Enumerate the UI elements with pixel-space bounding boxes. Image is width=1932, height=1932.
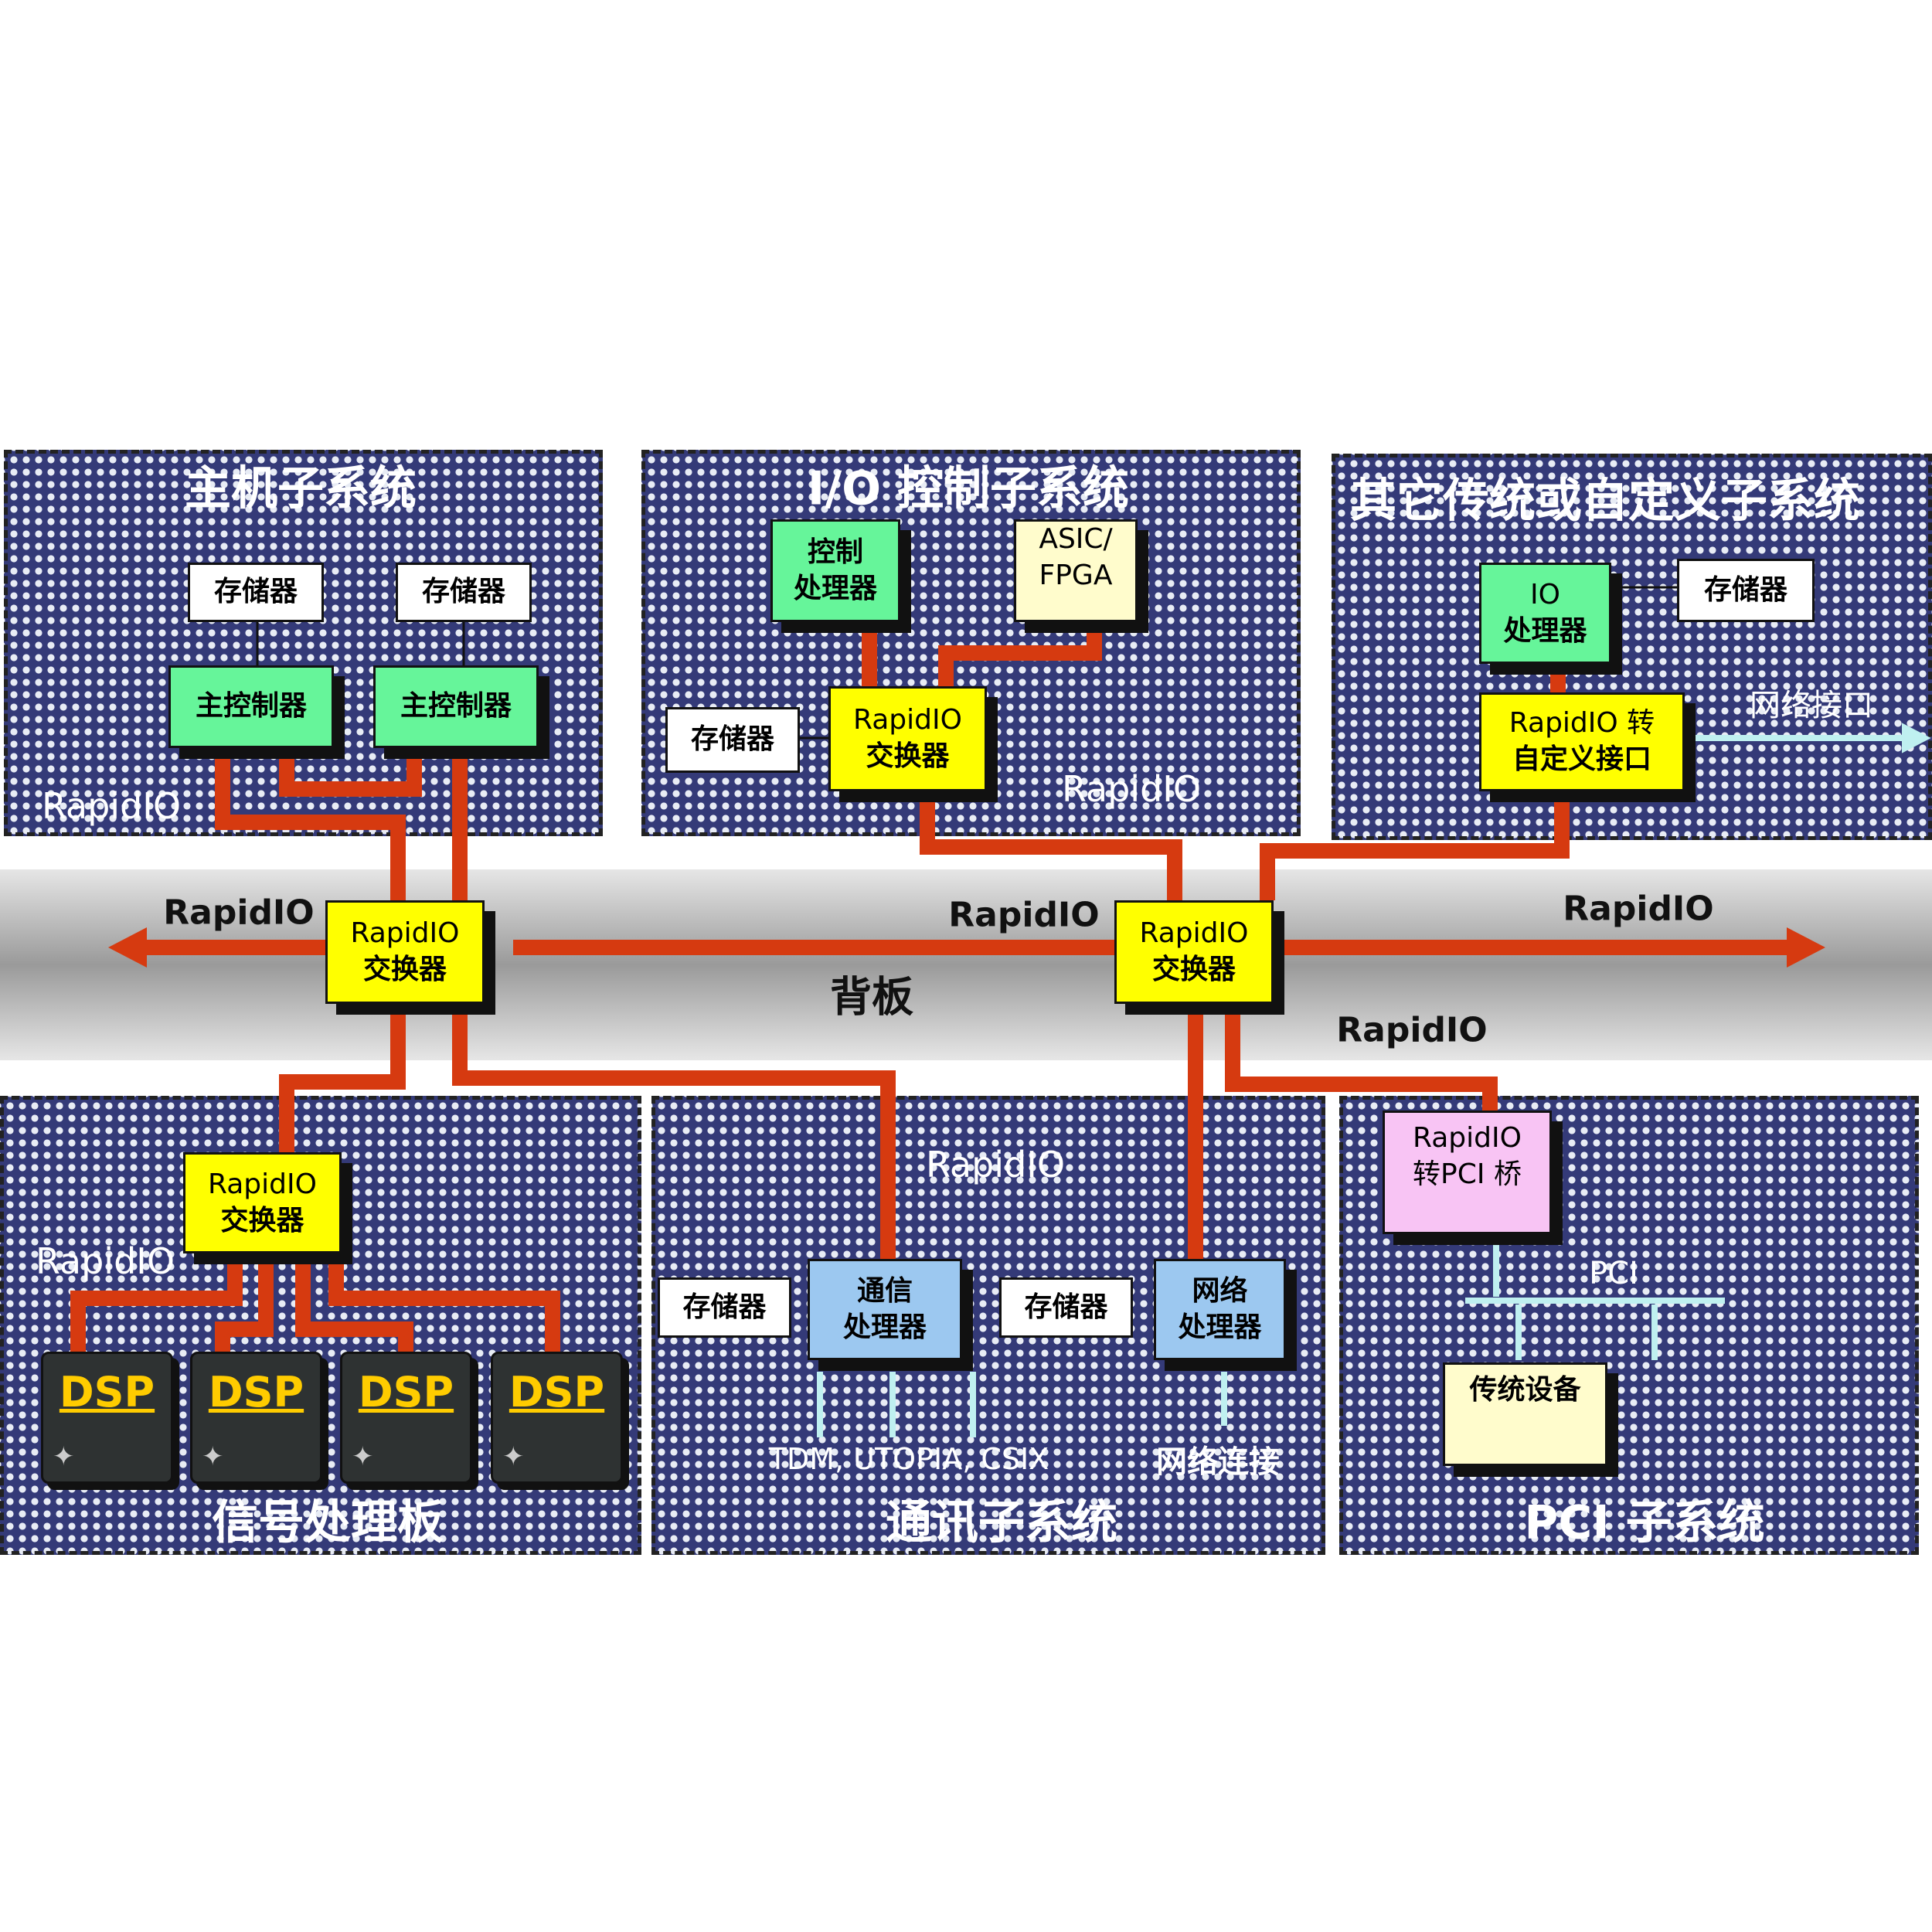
dsp-chip: DSP ✦ (340, 1352, 472, 1484)
ti-logo-icon: ✦ (502, 1441, 525, 1472)
comm-interfaces-label: TDM, UTOPIA, CSIX (768, 1442, 1049, 1476)
host-bus-label: RapidIO (41, 785, 182, 827)
io-rapidio-switch: RapidIO 交换器 (828, 686, 987, 791)
comm-subsystem-title: 通讯子系统 (886, 1495, 1117, 1550)
backplane-bus-label-right: RapidIO (1563, 889, 1714, 929)
label-line: 交换器 (220, 1204, 304, 1236)
memory-box: 存储器 (188, 563, 324, 622)
label-line: IO (1530, 578, 1560, 611)
io-subsystem-title: I/O 控制子系统 (807, 461, 1130, 516)
controller-label: 主控制器 (400, 690, 512, 723)
label-line: ASIC/ (1039, 523, 1113, 555)
network-processor-box: 网络处理器 (1154, 1259, 1286, 1360)
network-interface-label: 网络接口 (1750, 688, 1873, 723)
label-line: RapidIO (350, 917, 460, 950)
link (70, 1253, 243, 1352)
label-line: RapidIO (208, 1168, 317, 1200)
dsp-label: DSP (358, 1368, 454, 1417)
controller-label: 主控制器 (195, 690, 307, 723)
link (920, 791, 1182, 900)
memory-box: 存储器 (665, 707, 800, 773)
label-line: 自定义接口 (1512, 743, 1651, 775)
label-line: FPGA (1039, 559, 1113, 591)
label-line: 处理器 (842, 1311, 927, 1343)
link (938, 622, 1102, 686)
comm-processor-box: 通信处理器 (808, 1259, 962, 1360)
label-line: 交换器 (866, 740, 950, 772)
ti-logo-icon: ✦ (202, 1441, 224, 1472)
backplane-label: 背板 (830, 972, 913, 1022)
network-connection-label: 网络连接 (1156, 1444, 1280, 1480)
comm-bus-label: RapidIO (925, 1144, 1066, 1185)
master-controller-box: 主控制器 (168, 665, 334, 748)
backplane-switch-left: RapidIO 交换器 (325, 900, 485, 1004)
label-line: RapidIO (1139, 917, 1249, 950)
memory-label: 存储器 (682, 1291, 767, 1323)
label-line: 网络 (1192, 1274, 1248, 1307)
legacy-device-box: 传统设备 (1443, 1362, 1607, 1466)
memory-label: 存储器 (213, 576, 298, 608)
label-line: RapidIO (853, 704, 962, 736)
dsp-label: DSP (208, 1368, 304, 1417)
memory-label: 存储器 (1024, 1291, 1108, 1323)
memory-box: 存储器 (658, 1277, 791, 1338)
label-line: 通信 (856, 1274, 913, 1307)
host-subsystem-title: 主机子系统 (185, 461, 417, 516)
memory-box: 存储器 (999, 1277, 1133, 1338)
label-line: 交换器 (1151, 954, 1236, 985)
link (279, 748, 422, 797)
link (1260, 791, 1570, 900)
ti-logo-icon: ✦ (53, 1441, 75, 1472)
asic-fpga-box: ASIC/FPGA (1014, 519, 1138, 622)
dsp-label: DSP (509, 1368, 605, 1417)
io-bus-label: RapidIO (1061, 768, 1202, 810)
pci-subsystem-title: PCI 子系统 (1524, 1495, 1765, 1550)
link (215, 1253, 274, 1352)
backplane-bus-label-lower: RapidIO (1336, 1010, 1488, 1050)
label-line: RapidIO 转 (1509, 707, 1655, 740)
control-processor-box: 控制处理器 (770, 519, 900, 622)
link (215, 748, 406, 900)
label-line: 处理器 (1178, 1311, 1262, 1343)
signal-board-title: 信号处理板 (212, 1495, 444, 1550)
rapidio-pci-bridge: RapidIO 转PCI 桥 (1383, 1111, 1552, 1234)
signal-bus-label: RapidIO (35, 1240, 175, 1282)
label-line: 交换器 (362, 954, 447, 985)
master-controller-box: 主控制器 (373, 665, 539, 748)
dsp-chip: DSP ✦ (491, 1352, 623, 1484)
backplane-bus-label-left: RapidIO (163, 893, 315, 933)
dsp-label: DSP (59, 1368, 155, 1417)
arrow-left-icon (108, 927, 147, 968)
other-subsystem-title: 其它传统或自定义子系统 (1350, 474, 1860, 529)
dsp-chip: DSP ✦ (41, 1352, 173, 1484)
link (279, 1004, 406, 1152)
link (452, 1004, 896, 1259)
memory-label: 存储器 (421, 576, 505, 608)
pci-bus-label: PCI (1589, 1256, 1638, 1291)
device-label: 传统设备 (1469, 1374, 1581, 1406)
backplane-bus-label-mid: RapidIO (948, 895, 1100, 935)
memory-box: 存储器 (396, 563, 532, 622)
host-subsystem (4, 450, 603, 836)
memory-label: 存储器 (690, 723, 774, 756)
ti-logo-icon: ✦ (352, 1441, 374, 1472)
memory-label: 存储器 (1703, 573, 1787, 606)
arrow-right-icon (1787, 927, 1825, 968)
label-line: 处理器 (793, 572, 877, 604)
label-line: 控制 (807, 536, 863, 568)
memory-box: 存储器 (1677, 559, 1815, 622)
label-line: 处理器 (1503, 614, 1587, 647)
signal-rapidio-switch: RapidIO 交换器 (183, 1152, 342, 1253)
rapidio-custom-bridge: RapidIO 转自定义接口 (1479, 692, 1685, 791)
label-line: RapidIO (1413, 1122, 1522, 1154)
label-line: 转PCI 桥 (1413, 1158, 1522, 1190)
link (328, 1253, 560, 1352)
link (1225, 1004, 1498, 1111)
dsp-chip: DSP ✦ (190, 1352, 322, 1484)
link (295, 1253, 413, 1352)
backplane-switch-right: RapidIO 交换器 (1114, 900, 1274, 1004)
backplane (0, 869, 1932, 1060)
